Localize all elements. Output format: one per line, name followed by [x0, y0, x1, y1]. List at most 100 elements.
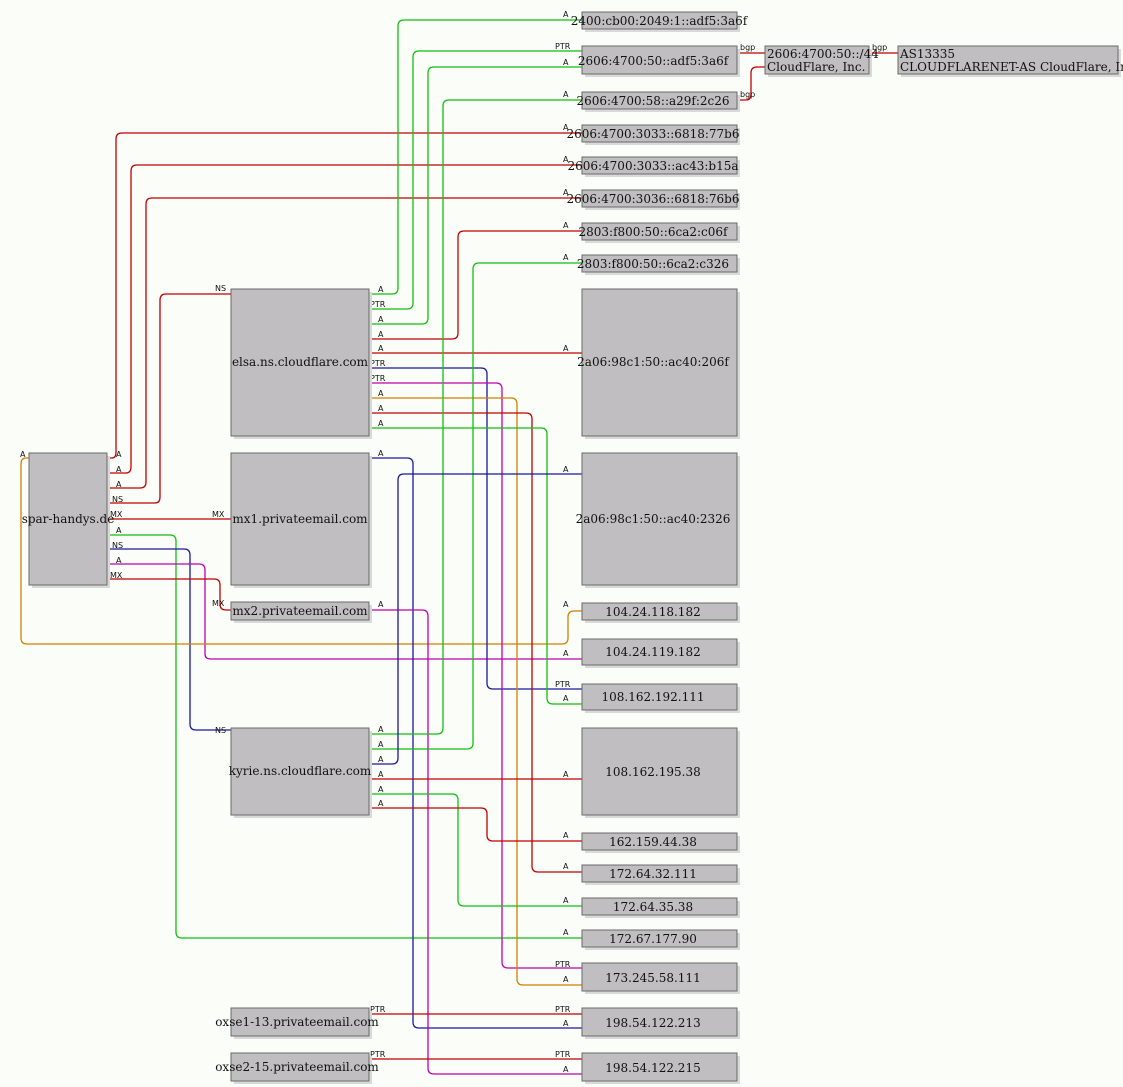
- edge-kyrie-ip10: A A: [370, 465, 582, 765]
- node-elsa[interactable]: elsa.ns.cloudflare.com: [230, 288, 372, 439]
- node-ip-108-162-192-111[interactable]: 108.162.192.111: [581, 683, 740, 713]
- svg-text:108.162.195.38: 108.162.195.38: [605, 765, 700, 779]
- edge-label: A: [378, 785, 384, 794]
- edge-label: NS: [215, 284, 226, 293]
- edge-label: PTR: [370, 359, 386, 368]
- edge-label: A: [563, 694, 569, 703]
- edge-root-ip12: A A: [108, 556, 582, 660]
- svg-text:oxse2-15.privateemail.com: oxse2-15.privateemail.com: [215, 1060, 379, 1074]
- node-mx2[interactable]: mx2.privateemail.com: [230, 601, 372, 623]
- edge-label: A: [378, 344, 384, 353]
- edge-label: A: [116, 450, 122, 459]
- svg-text:2606:4700:50::/44: 2606:4700:50::/44: [767, 47, 879, 61]
- node-oxse1[interactable]: oxse1-13.privateemail.com: [215, 1007, 379, 1039]
- edge-label: bgp: [740, 90, 755, 99]
- svg-text:AS13335: AS13335: [899, 47, 955, 61]
- edge-elsa-ip13: A A: [370, 419, 582, 705]
- node-asn[interactable]: AS13335 CLOUDFLARENET-AS CloudFlare, Inc…: [897, 45, 1123, 77]
- node-ip-172-64-35-38[interactable]: 172.64.35.38: [581, 897, 740, 918]
- edge-label: A: [378, 285, 384, 294]
- edge-label: A: [563, 10, 569, 19]
- svg-text:198.54.122.213: 198.54.122.213: [605, 1016, 700, 1030]
- edge-label: A: [378, 600, 384, 609]
- edge-label: PTR: [370, 1005, 386, 1014]
- node-bgp-prefix[interactable]: 2606:4700:50::/44 CloudFlare, Inc.: [764, 45, 879, 77]
- svg-text:2606:4700:3036::6818:76b6: 2606:4700:3036::6818:76b6: [567, 192, 740, 206]
- edge-label: A: [378, 404, 384, 413]
- edge-root-elsa-ns: NS NS: [108, 284, 232, 504]
- svg-text:oxse1-13.privateemail.com: oxse1-13.privateemail.com: [215, 1015, 379, 1029]
- node-ip-104-24-119-182[interactable]: 104.24.119.182: [581, 638, 740, 668]
- edge-label: bgp: [740, 43, 755, 52]
- node-ip-162-159-44-38[interactable]: 162.159.44.38: [581, 832, 740, 853]
- edge-label: A: [563, 600, 569, 609]
- node-ip-2803-c326[interactable]: 2803:f800:50::6ca2:c326: [577, 254, 740, 275]
- node-spar-handys[interactable]: spar-handys.de: [22, 452, 115, 588]
- edge-label: A: [563, 90, 569, 99]
- edge-root-ip18: A A: [108, 526, 582, 939]
- edge-label: A: [378, 770, 384, 779]
- edge-elsa-ip19: A A: [370, 389, 582, 986]
- node-ip-2606-3033-6818[interactable]: 2606:4700:3033::6818:77b6: [567, 124, 740, 145]
- edge-label: A: [378, 799, 384, 808]
- node-ip-2606-4700-58[interactable]: 2606:4700:58::a29f:2c26: [576, 91, 740, 112]
- svg-text:2803:f800:50::6ca2:c326: 2803:f800:50::6ca2:c326: [577, 257, 729, 271]
- svg-text:2a06:98c1:50::ac40:206f: 2a06:98c1:50::ac40:206f: [577, 355, 730, 369]
- node-ip-198-54-122-213[interactable]: 198.54.122.213: [581, 1007, 740, 1039]
- node-ip-2803-c06f[interactable]: 2803:f800:50::6ca2:c06f: [579, 222, 740, 243]
- edge-label: A: [378, 330, 384, 339]
- edge-label: A: [563, 831, 569, 840]
- edge-ip2-prefix: bgp: [738, 43, 765, 54]
- edge-kyrie-ip8: A A: [370, 253, 582, 750]
- edge-label: A: [563, 975, 569, 984]
- edge-oxse2-ip21: PTR PTR: [370, 1050, 582, 1060]
- node-ip-2606-4700-50[interactable]: 2606:4700:50::adf5:3a6f: [578, 45, 740, 77]
- edge-label: A: [378, 419, 384, 428]
- edge-label: A: [563, 344, 569, 353]
- edge-kyrie-ip14: A A: [370, 770, 582, 780]
- node-ip-2a06-206f[interactable]: 2a06:98c1:50::ac40:206f: [577, 288, 740, 439]
- svg-text:2606:4700:3033::ac43:b15a: 2606:4700:3033::ac43:b15a: [567, 159, 738, 173]
- edge-oxse1-ip20: PTR PTR: [370, 1005, 582, 1015]
- svg-text:108.162.192.111: 108.162.192.111: [601, 690, 704, 704]
- node-oxse2[interactable]: oxse2-15.privateemail.com: [215, 1052, 379, 1084]
- svg-text:173.245.58.111: 173.245.58.111: [605, 971, 700, 985]
- node-ip-2606-3033-ac43[interactable]: 2606:4700:3033::ac43:b15a: [567, 156, 740, 177]
- svg-text:CloudFlare, Inc.: CloudFlare, Inc.: [767, 60, 865, 74]
- edge-label: A: [563, 1065, 569, 1074]
- edge-mx2-ip21: A A: [370, 600, 582, 1075]
- edge-elsa-ip7: A A: [370, 221, 582, 340]
- node-ip-2400-cb00[interactable]: 2400:cb00:2049:1::adf5:3a6f: [571, 11, 749, 32]
- node-ip-108-162-195-38[interactable]: 108.162.195.38: [581, 727, 740, 818]
- node-ip-172-64-32-111[interactable]: 172.64.32.111: [581, 864, 740, 885]
- edge-label: A: [563, 253, 569, 262]
- edge-label: A: [378, 755, 384, 764]
- node-mx1[interactable]: mx1.privateemail.com: [230, 452, 372, 588]
- edge-label: NS: [215, 726, 226, 735]
- node-ip-172-67-177-90[interactable]: 172.67.177.90: [581, 929, 740, 950]
- edge-label: MX: [212, 510, 225, 519]
- svg-text:kyrie.ns.cloudflare.com: kyrie.ns.cloudflare.com: [229, 764, 372, 778]
- edge-label: A: [563, 465, 569, 474]
- svg-text:172.64.32.111: 172.64.32.111: [609, 867, 697, 881]
- edge-label: PTR: [370, 374, 386, 383]
- edge-root-ip4: A A: [108, 123, 582, 459]
- edge-root-ip6: A A: [108, 188, 582, 489]
- edge-elsa-ip19-ptr: PTR PTR: [370, 374, 582, 969]
- edge-label: A: [378, 389, 384, 398]
- node-ip-2606-3036[interactable]: 2606:4700:3036::6818:76b6: [567, 189, 740, 210]
- node-ip-173-245-58-111[interactable]: 173.245.58.111: [581, 962, 740, 994]
- edge-label: PTR: [555, 960, 571, 969]
- node-kyrie[interactable]: kyrie.ns.cloudflare.com: [229, 727, 372, 818]
- edge-label: A: [563, 649, 569, 658]
- edge-label: A: [20, 450, 26, 459]
- edge-label: NS: [112, 541, 123, 550]
- edge-label: A: [116, 556, 122, 565]
- edge-prefix-asn: bgp: [870, 43, 898, 54]
- edge-label: A: [378, 315, 384, 324]
- edge-label: MX: [110, 571, 123, 580]
- node-ip-104-24-118-182[interactable]: 104.24.118.182: [581, 602, 740, 623]
- node-ip-198-54-122-215[interactable]: 198.54.122.215: [581, 1052, 740, 1084]
- node-ip-2a06-2326[interactable]: 2a06:98c1:50::ac40:2326: [576, 452, 740, 588]
- edge-label: A: [563, 188, 569, 197]
